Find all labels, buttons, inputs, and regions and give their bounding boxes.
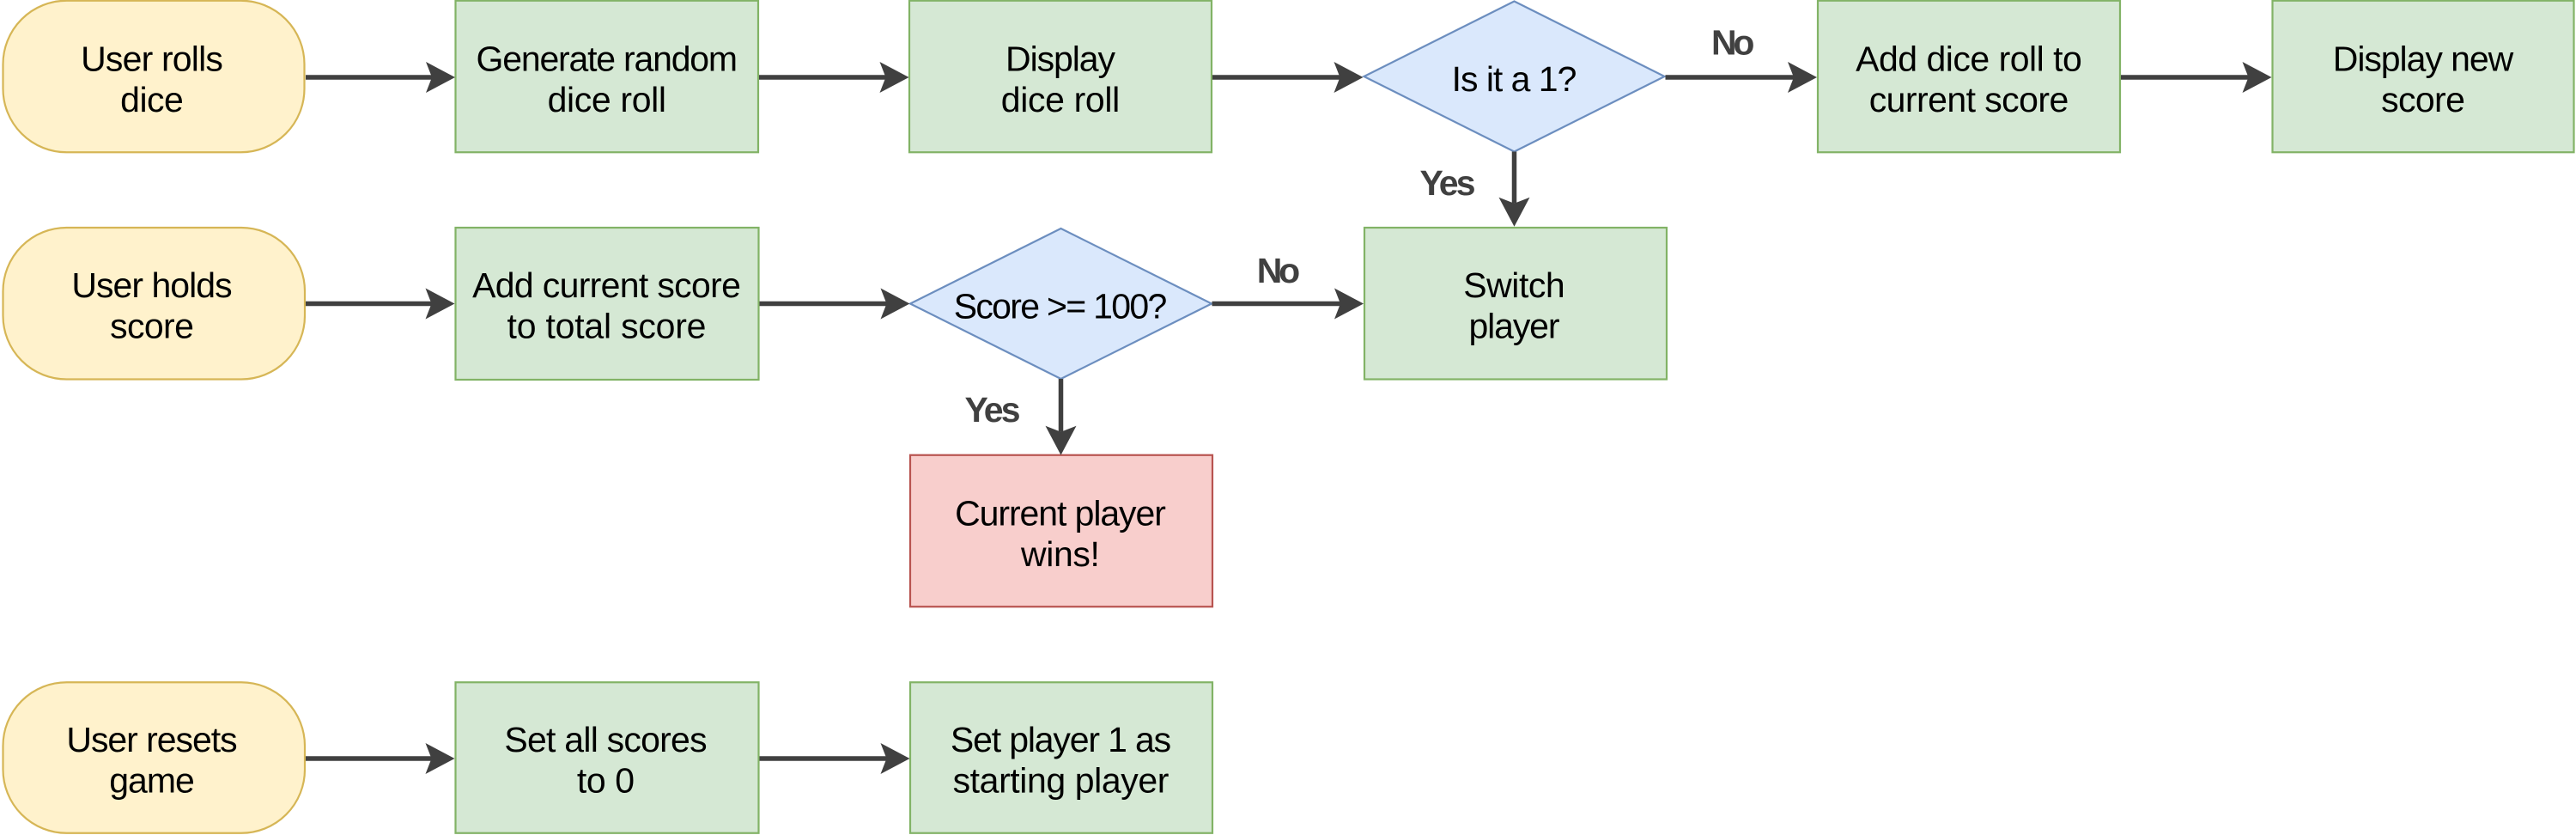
svg-text:dice roll: dice roll: [1001, 80, 1120, 119]
svg-text:score: score: [110, 307, 194, 346]
svg-text:Set player 1 as: Set player 1 as: [951, 720, 1171, 759]
svg-text:Add current score: Add current score: [472, 265, 741, 305]
svg-text:score: score: [2381, 80, 2465, 119]
svg-text:Generate random: Generate random: [477, 40, 738, 79]
svg-text:game: game: [109, 760, 195, 800]
svg-text:User rolls: User rolls: [81, 40, 223, 79]
svg-text:User holds: User holds: [71, 265, 232, 305]
svg-text:starting player: starting player: [953, 760, 1170, 800]
svg-text:Yes: Yes: [965, 390, 1021, 430]
svg-text:player: player: [1469, 307, 1560, 346]
svg-text:Display new: Display new: [2333, 40, 2514, 79]
svg-text:No: No: [1257, 251, 1300, 290]
svg-text:User resets: User resets: [66, 720, 237, 759]
svg-text:No: No: [1711, 22, 1754, 62]
svg-text:to 0: to 0: [577, 760, 635, 800]
svg-text:dice: dice: [120, 80, 184, 119]
svg-text:Set all scores: Set all scores: [504, 720, 707, 759]
svg-text:dice roll: dice roll: [548, 80, 666, 119]
svg-text:Score >= 100?: Score >= 100?: [954, 286, 1168, 326]
svg-text:Is it a 1?: Is it a 1?: [1452, 59, 1577, 99]
svg-text:current score: current score: [1869, 80, 2069, 119]
svg-text:to total score: to total score: [507, 307, 707, 346]
svg-text:wins!: wins!: [1020, 534, 1100, 574]
svg-text:Add dice roll to: Add dice roll to: [1856, 40, 2082, 79]
svg-text:Current player: Current player: [955, 494, 1166, 533]
svg-text:Yes: Yes: [1420, 163, 1476, 203]
svg-text:Switch: Switch: [1463, 265, 1564, 305]
svg-text:Display: Display: [1005, 40, 1115, 79]
